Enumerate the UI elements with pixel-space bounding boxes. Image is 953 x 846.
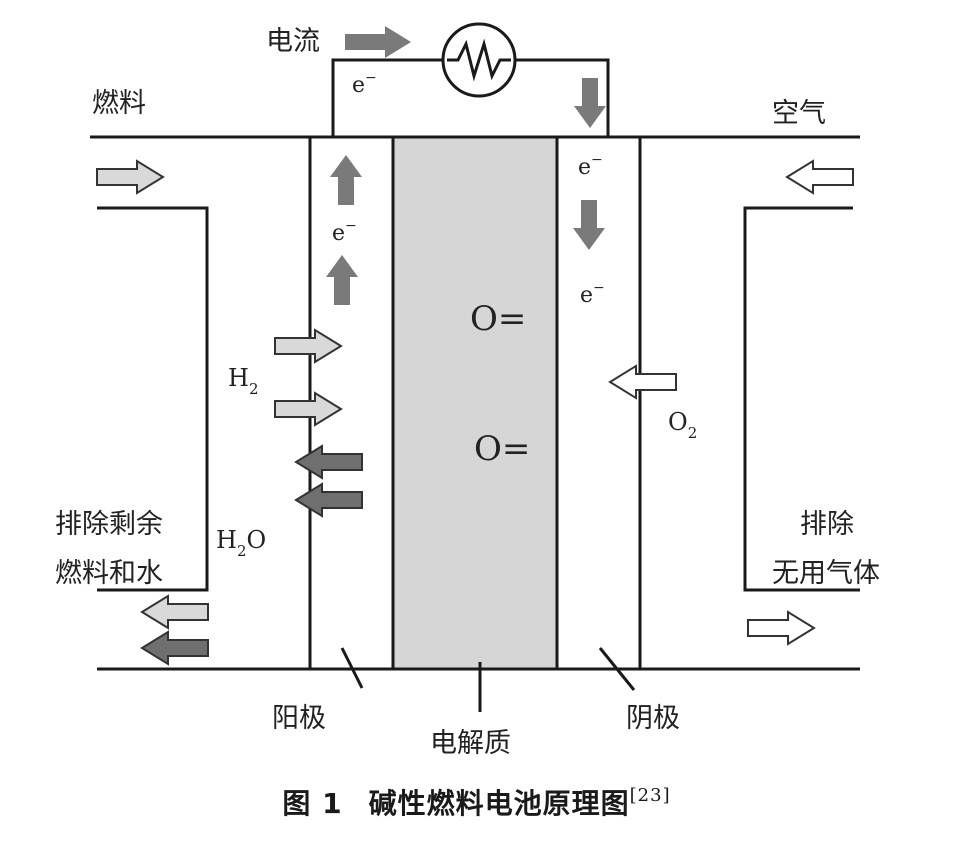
anode-label: 阳极 (272, 703, 326, 734)
electrolyte-block (391, 135, 559, 671)
fuel-channel-wall (97, 206, 209, 592)
o2-label: O2 (668, 408, 697, 442)
anode-electron-arrow-lower-icon (326, 255, 358, 305)
h2o-outflow-arrow-lower-icon (295, 483, 363, 517)
oxide-ion-label-upper: O= (470, 299, 526, 339)
h2-label: H2 (228, 364, 258, 398)
figure-number: 图 1 (282, 787, 343, 820)
figure-reference: [23] (629, 785, 671, 806)
electron-label-anode: e− (332, 218, 357, 246)
external-circuit-wire-right (515, 58, 610, 137)
current-label: 电流 (266, 26, 320, 57)
fuel-cell-diagram: 电流 e− 燃料 空气 e− e− e− H2 H2O O= O= O2 排除剩… (55, 22, 880, 759)
cathode-label: 阴极 (626, 703, 680, 734)
external-circuit-wire (331, 58, 443, 137)
h2-inflow-arrow-lower-icon (274, 392, 342, 426)
cathode-leader-line (598, 647, 636, 691)
exhaust-fuel-label-line1: 排除剩余 (55, 509, 163, 540)
electrolyte-label: 电解质 (430, 728, 511, 759)
air-label: 空气 (772, 98, 826, 129)
air-inlet-arrow-icon (786, 160, 854, 194)
fuel-label: 燃料 (92, 88, 146, 119)
current-arrow-icon (345, 26, 411, 58)
exhaust-gas-label-line2: 无用气体 (772, 558, 880, 589)
electron-label-cathode-bottom: e− (580, 280, 605, 308)
h2o-outflow-arrow-upper-icon (295, 445, 363, 479)
exhaust-fuel-arrow-lower-icon (141, 631, 209, 665)
cathode-electron-arrow-upper-icon (574, 78, 606, 128)
h2o-label: H2O (216, 526, 266, 560)
fuel-inlet-arrow-icon (96, 160, 164, 194)
h2-inflow-arrow-upper-icon (274, 329, 342, 363)
load-icon (441, 22, 517, 98)
o2-inflow-arrow-icon (609, 365, 677, 399)
anode-leader-line (340, 647, 364, 689)
exhaust-fuel-arrow-upper-icon (141, 595, 209, 629)
electron-label-circuit: e− (352, 70, 377, 98)
exhaust-gas-arrow-icon (747, 611, 815, 645)
anode-electron-arrow-upper-icon (330, 155, 362, 205)
exhaust-fuel-label-line2: 燃料和水 (55, 558, 163, 589)
oxide-ion-label-lower: O= (474, 429, 530, 469)
cathode-electron-arrow-lower-icon (573, 200, 605, 250)
figure-caption: 图 1 碱性燃料电池原理图[23] (0, 782, 953, 822)
electron-label-cathode-top: e− (578, 152, 603, 180)
air-channel-wall (743, 206, 860, 592)
exhaust-gas-label-line1: 排除 (800, 509, 854, 540)
figure-title: 碱性燃料电池原理图 (368, 787, 630, 820)
